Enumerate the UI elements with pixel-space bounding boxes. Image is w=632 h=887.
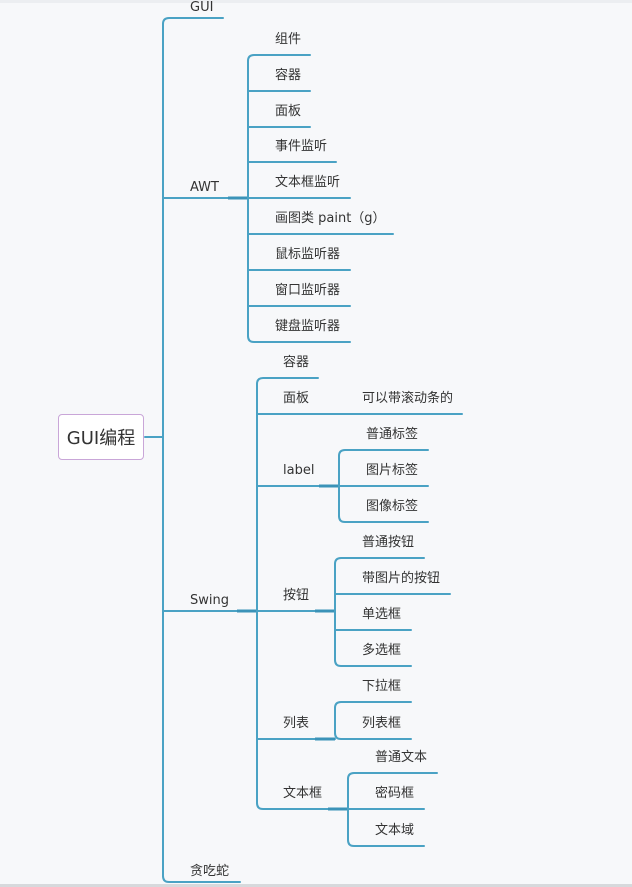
branch-snake[interactable]: 贪吃蛇: [190, 864, 230, 879]
swing-grandchild[interactable]: 图像标签: [366, 499, 419, 514]
trunk-branch: [162, 17, 224, 25]
awt-branch: [247, 54, 311, 62]
swing-child[interactable]: 按钮: [283, 588, 310, 603]
awt-child[interactable]: 事件监听: [275, 139, 328, 154]
awt-child[interactable]: 文本框监听: [275, 175, 341, 190]
branch-gui[interactable]: GUI: [190, 0, 214, 15]
branch-swing[interactable]: Swing: [190, 593, 229, 608]
swing-child[interactable]: 面板: [283, 391, 310, 406]
swing-grandchild[interactable]: 下拉框: [362, 679, 402, 694]
swing-grandchild[interactable]: 带图片的按钮: [362, 571, 441, 586]
awt-child[interactable]: 面板: [275, 104, 302, 119]
swing-branch: [256, 377, 319, 385]
swing-grandchild[interactable]: 普通按钮: [362, 535, 415, 550]
swing-grandchild[interactable]: 普通标签: [366, 427, 419, 442]
swing-grandchild[interactable]: 列表框: [362, 716, 402, 731]
branch-awt[interactable]: AWT: [190, 180, 219, 195]
bottom-border: [0, 884, 632, 887]
swing-grandchild[interactable]: 普通文本: [375, 750, 428, 765]
swing-grandchild[interactable]: 单选框: [362, 607, 402, 622]
swing-grandchild[interactable]: 多选框: [362, 643, 402, 658]
awt-child[interactable]: 鼠标监听器: [275, 247, 341, 262]
swing-sub-3-branch: [334, 659, 412, 667]
swing-grandchild[interactable]: 可以带滚动条的: [362, 391, 454, 406]
awt-child[interactable]: 画图类 paint（g）: [275, 211, 386, 226]
awt-child[interactable]: 键盘监听器: [275, 319, 341, 334]
swing-sub-5-branch: [347, 772, 438, 780]
swing-child[interactable]: 列表: [283, 716, 310, 731]
swing-sub-2-branch: [338, 515, 429, 523]
awt-branch: [247, 335, 351, 343]
swing-branch: [256, 802, 349, 810]
swing-grandchild[interactable]: 密码框: [375, 786, 415, 801]
awt-child[interactable]: 容器: [275, 68, 302, 83]
swing-child[interactable]: 容器: [283, 355, 310, 370]
root-node-label: GUI编程: [66, 428, 136, 449]
swing-sub-4-branch: [334, 732, 412, 740]
swing-child[interactable]: label: [283, 463, 315, 478]
swing-sub-4-branch: [334, 701, 412, 709]
awt-child[interactable]: 组件: [275, 32, 302, 47]
swing-sub-2-branch: [338, 449, 429, 457]
top-border: [0, 0, 632, 3]
awt-child[interactable]: 窗口监听器: [275, 283, 341, 298]
swing-grandchild[interactable]: 图片标签: [366, 463, 419, 478]
root-node[interactable]: GUI编程: [58, 414, 144, 460]
trunk-branch: [162, 875, 241, 883]
swing-child[interactable]: 文本框: [283, 786, 323, 801]
swing-sub-5-branch: [347, 839, 425, 847]
swing-grandchild[interactable]: 文本域: [375, 823, 415, 838]
swing-sub-3-branch: [334, 557, 425, 565]
